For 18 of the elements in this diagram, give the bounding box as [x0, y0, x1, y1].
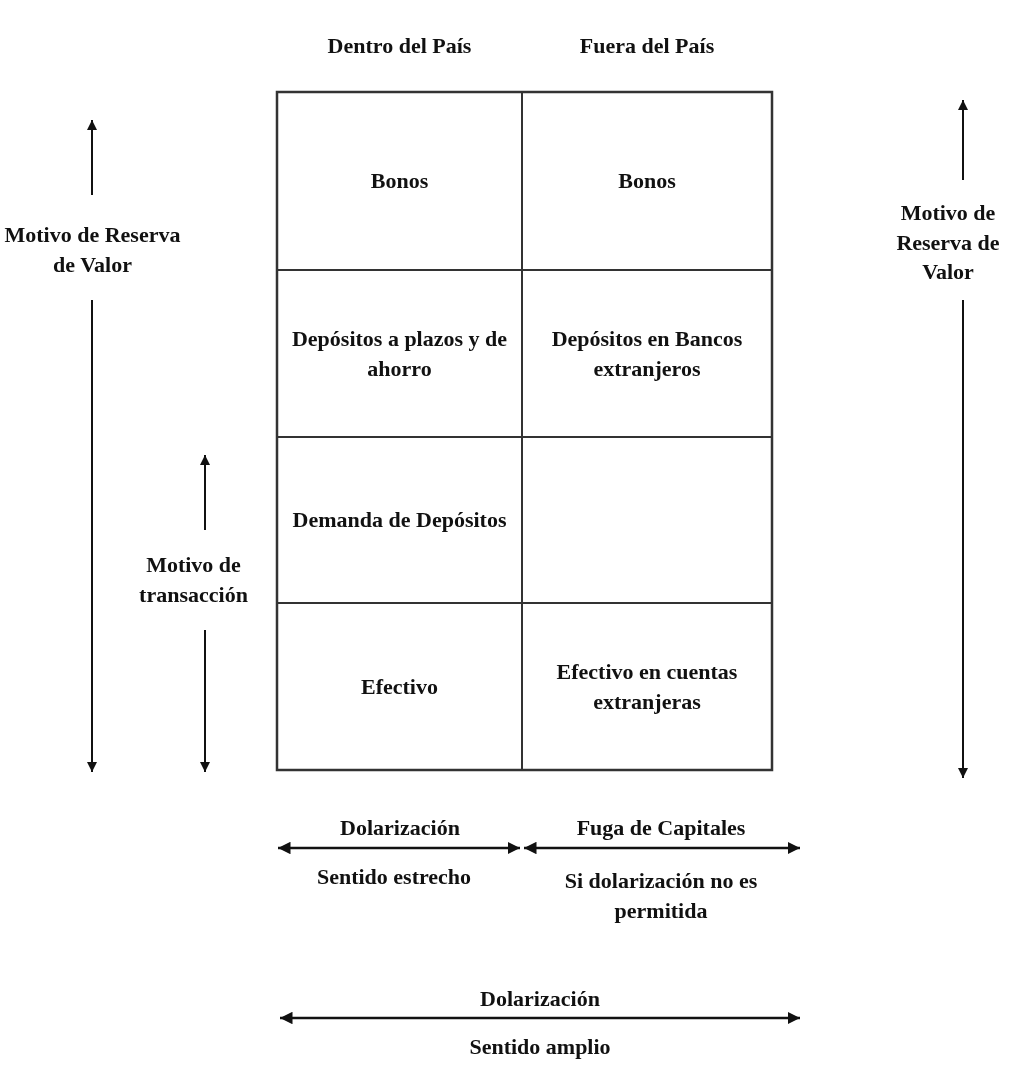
- arrow-label: Sentido estrecho: [316, 863, 472, 892]
- arrow-label: Fuga de Capitales: [576, 814, 746, 843]
- cell-text: Efectivo en cuentas extranjeras: [555, 657, 739, 716]
- cell-text: Depósitos a plazos y de ahorro: [290, 324, 509, 383]
- cell-text: Bonos: [618, 167, 676, 196]
- cell-text: Bonos: [370, 167, 429, 196]
- arrow-label: Dolarización: [480, 985, 600, 1014]
- cell-text: Depósitos en Bancos extranjeros: [550, 324, 744, 383]
- arrow-label: Motivo de Reserva de Valor: [895, 198, 1001, 287]
- column-header: Fuera del País: [579, 32, 715, 61]
- cell-text: Efectivo: [361, 672, 438, 701]
- column-header: Dentro del País: [327, 32, 472, 61]
- arrow-label: Si dolarización no es permitida: [563, 867, 759, 925]
- arrow-label: Sentido amplio: [469, 1033, 611, 1062]
- arrow-label: Motivo de Reserva de Valor: [3, 221, 182, 279]
- cell-text: Demanda de Depósitos: [292, 506, 507, 535]
- arrow-label: Motivo de transacción: [138, 551, 249, 609]
- arrow-label: Dolarización: [340, 814, 460, 843]
